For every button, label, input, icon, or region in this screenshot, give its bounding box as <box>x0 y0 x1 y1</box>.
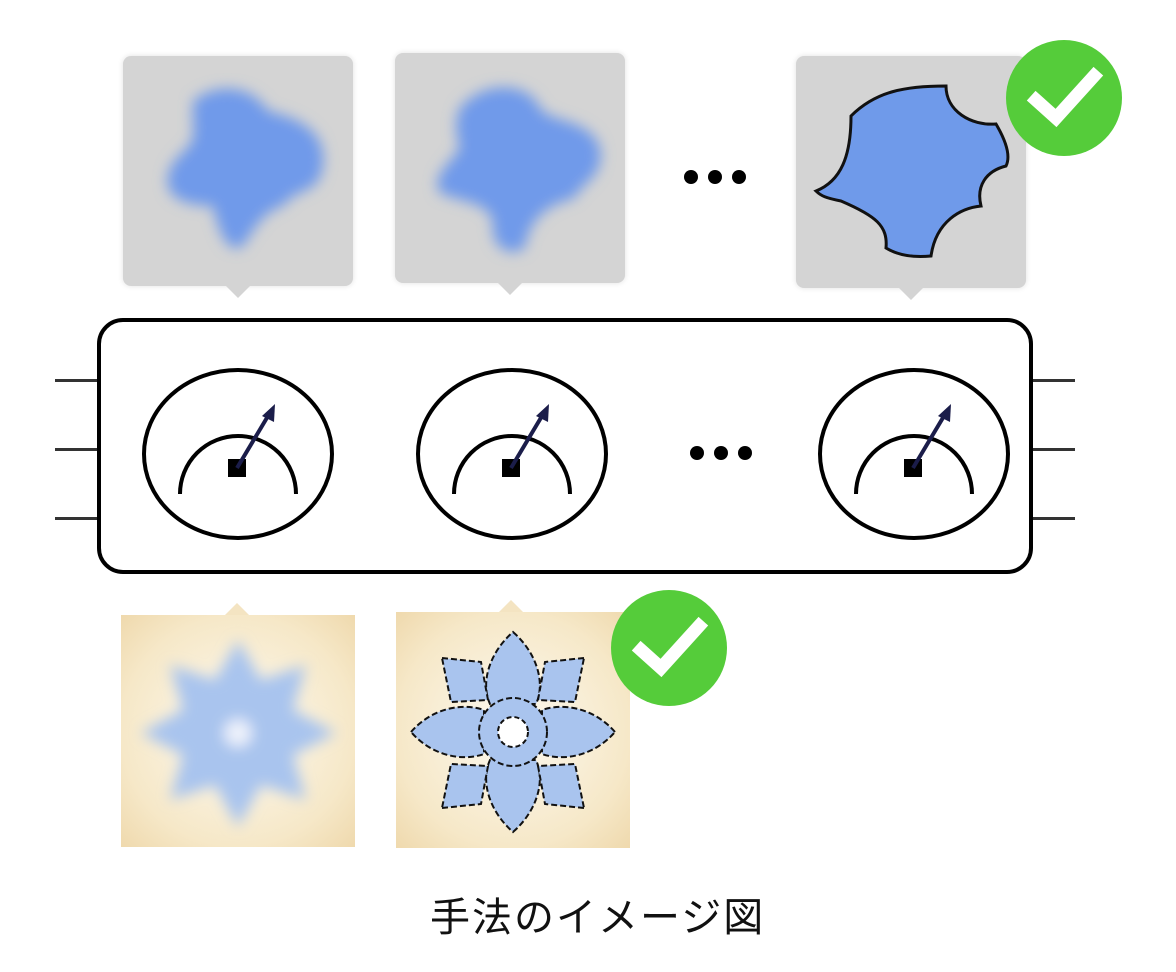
left-stub-3 <box>55 517 100 520</box>
left-stub-2 <box>55 448 100 451</box>
middle-ellipsis <box>690 446 752 460</box>
right-stub-3 <box>1030 517 1075 520</box>
flower-card-1 <box>121 615 355 847</box>
left-stub-1 <box>55 379 100 382</box>
candidate-card-n <box>796 56 1026 288</box>
flower-pointer-1 <box>225 603 249 615</box>
blurred-blob-shape <box>167 88 324 249</box>
candidate-pointer-n <box>899 288 923 300</box>
blurred-blob-shape <box>437 87 601 252</box>
gauge-icon <box>142 368 334 540</box>
check-badge-bottom <box>611 590 727 706</box>
check-badge-top <box>1006 40 1122 156</box>
candidate-card-2 <box>395 53 625 283</box>
check-icon <box>631 616 709 678</box>
candidate-pointer-2 <box>498 283 522 295</box>
model-panel <box>97 318 1033 574</box>
candidate-pointer-1 <box>226 286 250 298</box>
figure-caption: 手法のイメージ図 <box>430 895 766 941</box>
top-ellipsis <box>684 170 746 184</box>
gauge-icon <box>416 368 608 540</box>
gauge-icon <box>818 368 1010 540</box>
check-icon <box>1026 66 1104 128</box>
flower-pointer-2 <box>499 600 523 612</box>
candidate-card-1 <box>123 56 353 286</box>
right-stub-1 <box>1030 379 1075 382</box>
flower-shape <box>409 630 617 834</box>
flower-card-2 <box>396 612 630 848</box>
blurred-star-shape <box>141 640 336 827</box>
concave-gear-shape <box>813 84 1010 258</box>
right-stub-2 <box>1030 448 1075 451</box>
